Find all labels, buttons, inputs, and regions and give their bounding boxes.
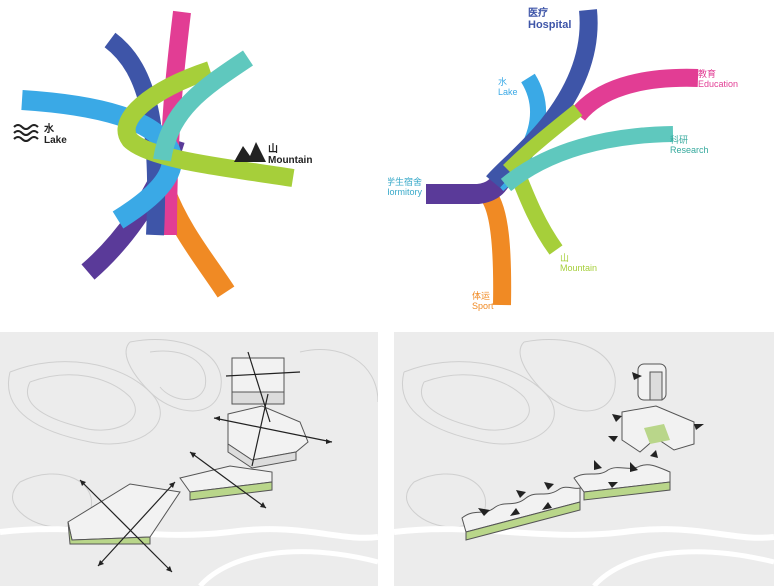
arrow-icon-group xyxy=(478,372,704,516)
ribbon-diagram-functions: 医疗 Hospital 教育 Education 水 Lake 科研 Resea… xyxy=(388,0,774,320)
sport-label: 体运 Sport xyxy=(472,291,494,311)
ribbon-svg-functions xyxy=(426,9,699,306)
ribbon-pink xyxy=(159,10,191,236)
lake-label-2: 水 Lake xyxy=(498,77,518,97)
arrowheads xyxy=(80,416,332,572)
lake-icon xyxy=(13,124,39,142)
tower-building xyxy=(637,363,667,401)
mountain-label: 山 Mountain xyxy=(268,144,313,166)
research-label: 科研 Research xyxy=(670,135,709,155)
massing-diagram-axes xyxy=(0,332,378,586)
building-mass-top xyxy=(231,357,285,405)
building-mass-large xyxy=(67,483,181,545)
ribbon-green xyxy=(117,61,295,187)
contour-lines xyxy=(0,338,378,586)
building-mass-cross xyxy=(227,405,309,469)
contour-lines-2 xyxy=(394,338,774,586)
hospital-label: 医疗 Hospital xyxy=(528,8,572,31)
dormitory-label: 学生宿舍 Student dormitory xyxy=(388,177,422,197)
lake-label: 水 Lake xyxy=(44,124,67,146)
massing-diagram-forms xyxy=(394,332,774,586)
mountain-label-2: 山 Mountain xyxy=(560,253,598,273)
massing-svg-axes xyxy=(0,338,378,586)
education-label: 教育 Education xyxy=(698,69,739,89)
ribbon-education xyxy=(570,68,699,121)
ribbon-research xyxy=(500,126,674,192)
mountain-icon xyxy=(234,142,266,162)
arrow-icon xyxy=(79,351,333,573)
ribbon-diagram-site: 水 Lake 山 Mountain xyxy=(0,0,380,320)
massing-svg-forms xyxy=(394,338,774,586)
ribbon-mountain xyxy=(510,172,563,255)
building-mass-middle xyxy=(179,465,273,501)
ribbon-sport xyxy=(480,189,512,306)
wavy-building-right xyxy=(573,464,671,501)
ribbon-teal xyxy=(153,50,253,162)
courtyard-building xyxy=(621,405,695,453)
ribbon-svg-site xyxy=(13,10,295,298)
ribbon-green-mid xyxy=(503,104,583,175)
